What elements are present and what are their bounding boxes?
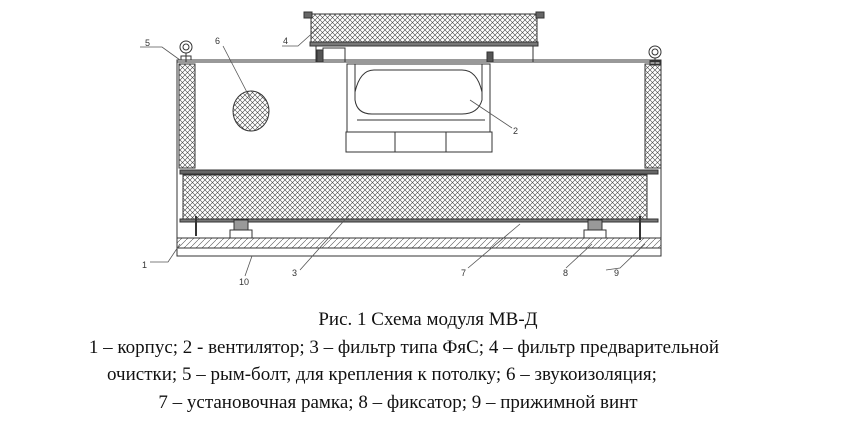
main-filter	[179, 169, 659, 223]
callout-5: 5	[145, 38, 150, 48]
left-fixator	[229, 219, 253, 239]
callout-10: 10	[239, 277, 249, 287]
right-eye-bolt	[648, 45, 662, 66]
callout-1: 1	[142, 260, 147, 270]
callout-4: 4	[283, 36, 288, 46]
callout-2: 2	[513, 126, 518, 136]
pre-filter	[303, 11, 545, 63]
mounting-frame	[176, 237, 662, 249]
legend-line-3: 7 – установочная рамка; 8 – фиксатор; 9 …	[158, 392, 638, 413]
right-fixator	[583, 219, 607, 239]
legend-line-2: очистки; 5 – рым-болт, для крепления к п…	[107, 364, 657, 385]
callout-8: 8	[563, 268, 568, 278]
fan-unit	[345, 63, 493, 153]
callout-3: 3	[292, 268, 297, 278]
right-insulation-wall	[644, 63, 662, 169]
legend-line-1: 1 – корпус; 2 - вентилятор; 3 – фильтр т…	[88, 337, 720, 358]
callout-7: 7	[461, 268, 466, 278]
figure-title: Рис. 1 Схема модуля МВ-Д	[318, 309, 538, 330]
left-insulation-wall	[178, 63, 196, 169]
leader-lines	[140, 27, 646, 277]
sound-insulation	[232, 90, 270, 132]
module-schematic: 5 6 4 2 1 10 3 7 8 9	[140, 11, 662, 287]
left-eye-bolt	[179, 40, 193, 62]
callout-6: 6	[215, 36, 220, 46]
callout-9: 9	[614, 268, 619, 278]
